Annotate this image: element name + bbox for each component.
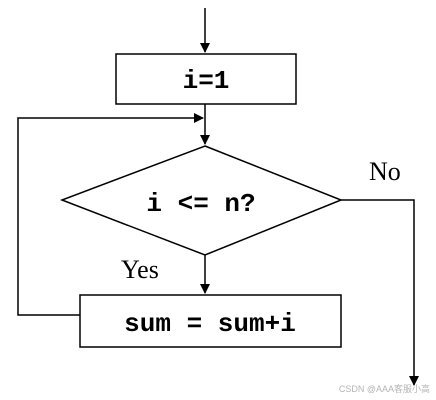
body-box-label: sum = sum+i xyxy=(124,309,296,339)
no-label: No xyxy=(369,157,401,186)
init-box-label: i=1 xyxy=(183,66,230,96)
init-box xyxy=(115,53,297,105)
loop-back-arrow xyxy=(17,113,204,316)
no-arrow xyxy=(341,199,419,386)
decision-label: i <= n? xyxy=(146,189,255,219)
body-box xyxy=(79,294,342,348)
watermark: CSDN @AAA客服小高 xyxy=(339,383,430,394)
yes-label: Yes xyxy=(121,255,159,284)
